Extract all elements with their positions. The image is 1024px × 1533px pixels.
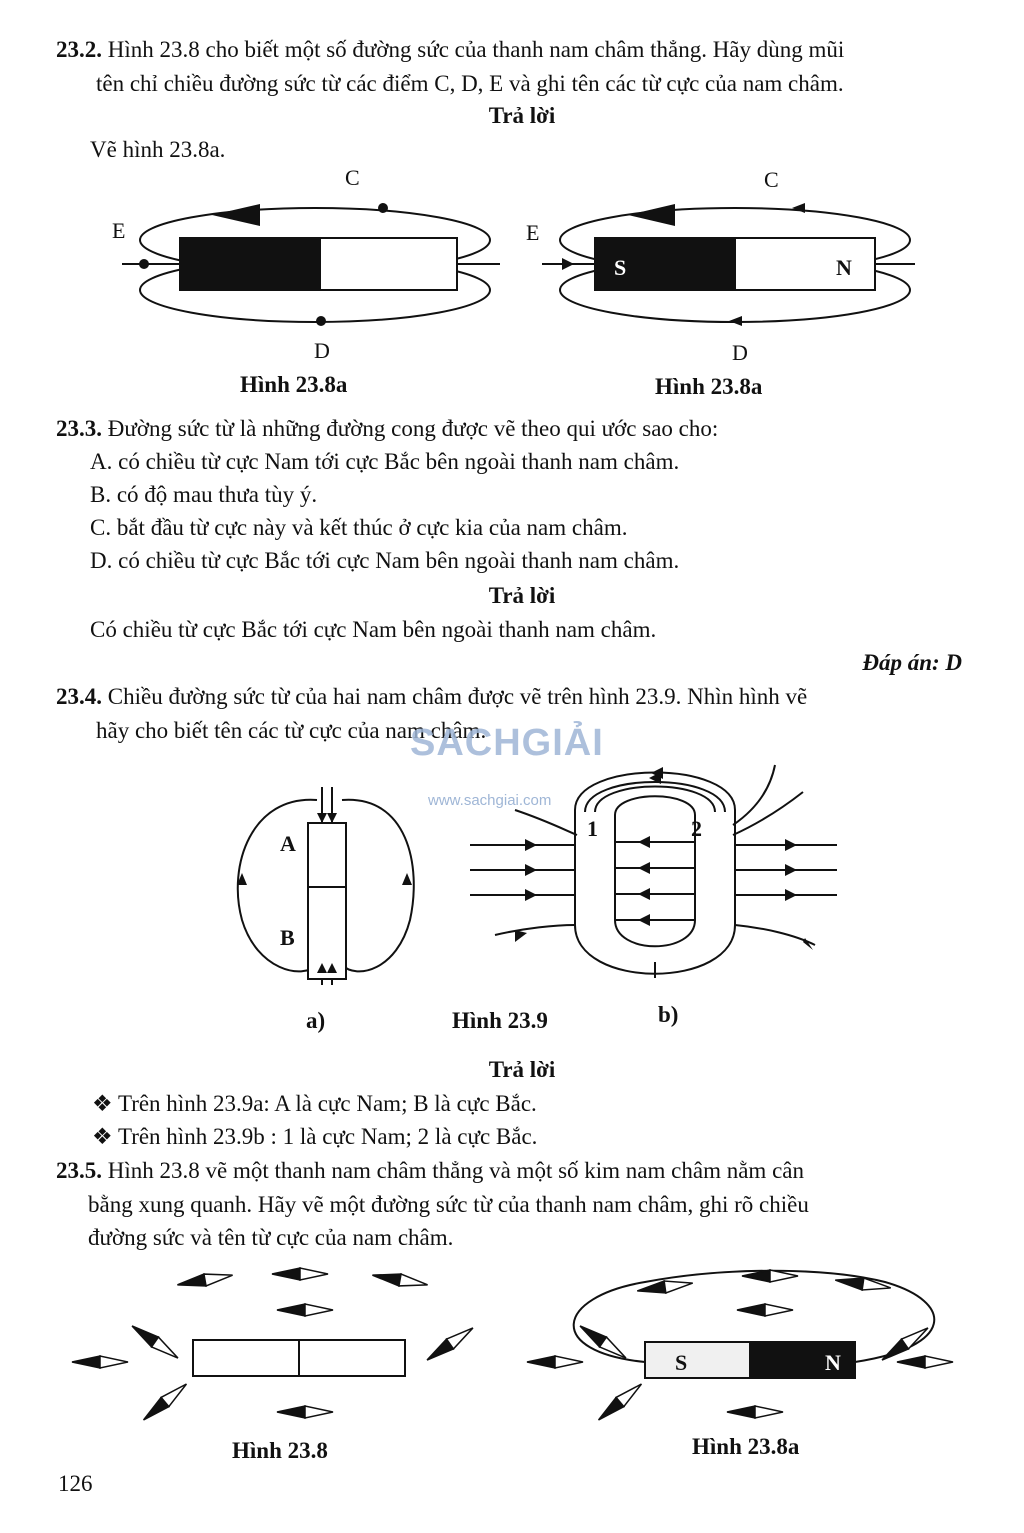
q234-answer-title: Trả lời (488, 1057, 556, 1082)
label-s-235: S (675, 1350, 687, 1375)
label-n-232: N (836, 255, 852, 280)
q233-option-d: D. có chiều từ cực Bắc tới cực Nam bên n… (90, 548, 680, 573)
fig-9a-label: a) (306, 1008, 326, 1033)
label-s-232: S (614, 255, 626, 280)
label-d-left: D (314, 338, 330, 363)
figure-23-8a-right: S N C E D (526, 167, 915, 365)
q233-answer-title: Trả lời (488, 583, 556, 608)
label-b-pole: B (280, 925, 295, 950)
fig-left-caption: Hình 23.8a (240, 372, 348, 397)
q233-number: 23.3. (56, 416, 102, 441)
page-number: 126 (58, 1471, 93, 1496)
fig-right-caption: Hình 23.8a (655, 374, 763, 399)
q233-option-c: C. bắt đầu từ cực này và kết thúc ở cực … (90, 515, 628, 540)
figure-23-9b: 1 2 (470, 764, 837, 978)
q235-number: 23.5. (56, 1158, 102, 1183)
q234-text-1: Chiều đường sức từ của hai nam châm được… (107, 684, 808, 709)
q232-answer: Vẽ hình 23.8a. (90, 137, 226, 162)
q235-text-2: bằng xung quanh. Hãy vẽ một đường sức từ… (88, 1192, 809, 1217)
q233-answer: Có chiều từ cực Bắc tới cực Nam bên ngoà… (90, 617, 657, 642)
q234-answer-2: ❖ Trên hình 23.9b : 1 là cực Nam; 2 là c… (92, 1124, 538, 1149)
watermark-url: www.sachgiai.com (428, 792, 552, 809)
fig-23-8a-solution-caption: Hình 23.8a (692, 1434, 800, 1459)
q234-answer-1: ❖ Trên hình 23.9a: A là cực Nam; B là cự… (92, 1091, 537, 1116)
q233-stem: Đường sức từ là những đường cong được vẽ… (107, 416, 719, 441)
figure-23-8a-left: C E D (112, 165, 500, 363)
fig-9b-label: b) (658, 1002, 679, 1027)
q234-line1: 23.4. Chiều đường sức từ của hai nam châ… (56, 683, 807, 711)
figure-23-8a-solution: S N (526, 1269, 954, 1421)
fig-23-8-caption: Hình 23.8 (232, 1438, 328, 1463)
q235-line1: 23.5. Hình 23.8 vẽ một thanh nam châm th… (56, 1157, 804, 1185)
watermark-brand: SACHGIẢI (410, 722, 604, 764)
label-d-right: D (732, 340, 748, 365)
q232-number: 23.2. (56, 37, 102, 62)
label-c-right: C (764, 167, 779, 192)
q234-number: 23.4. (56, 684, 102, 709)
label-a-pole: A (280, 831, 296, 856)
label-pole-2: 2 (691, 816, 702, 841)
q235-text-1: Hình 23.8 vẽ một thanh nam châm thẳng và… (107, 1158, 804, 1183)
q233-stem-line: 23.3. Đường sức từ là những đường cong đ… (56, 415, 718, 443)
label-n-235: N (825, 1350, 841, 1375)
q232-answer-title: Trả lời (488, 103, 556, 128)
q232-text-2: tên chỉ chiều đường sức từ các điểm C, D… (96, 71, 844, 96)
figure-23-8 (71, 1267, 474, 1421)
q233-option-b: B. có độ mau thưa tùy ý. (90, 482, 318, 507)
q232-line1: 23.2. Hình 23.8 cho biết một số đường sứ… (56, 36, 844, 64)
fig-23-9-caption: Hình 23.9 (452, 1008, 548, 1033)
q233-key: Đáp án: D (862, 650, 962, 675)
q232-text-1: Hình 23.8 cho biết một số đường sức của … (107, 37, 845, 62)
q233-option-a: A. có chiều từ cực Nam tới cực Bắc bên n… (90, 449, 680, 474)
q234-text-2: hãy cho biết tên các từ cực của nam châm… (96, 718, 487, 743)
label-e-left: E (112, 218, 125, 243)
label-e-right: E (526, 220, 539, 245)
q235-text-3: đường sức và tên từ cực của nam châm. (88, 1225, 454, 1250)
label-c-left: C (345, 165, 360, 190)
label-pole-1: 1 (587, 816, 598, 841)
figure-23-9a: A B (236, 787, 415, 985)
